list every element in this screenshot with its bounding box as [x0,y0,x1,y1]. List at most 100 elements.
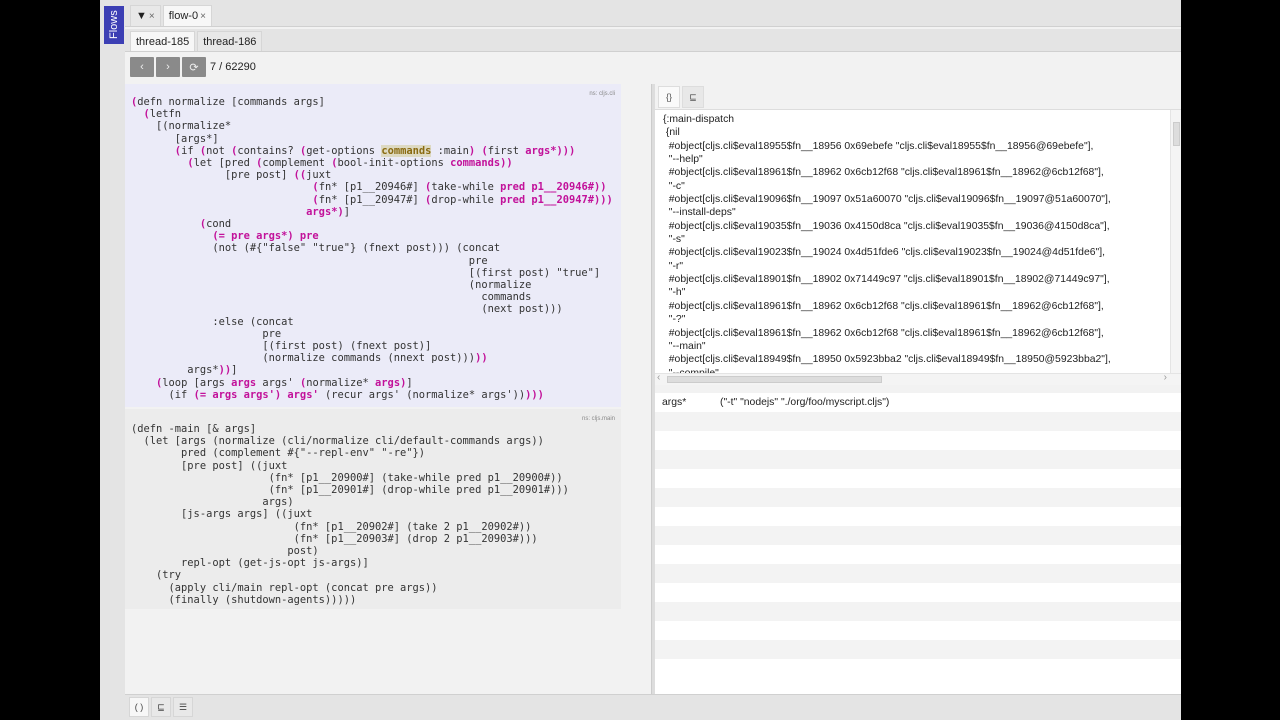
highlighted-token[interactable]: (= args args') [193,388,282,401]
highlighted-token[interactable]: ) [468,144,476,157]
code-line: [pre post] ((juxt [131,169,615,181]
tree-tab[interactable]: ⊑ [682,86,704,108]
code-token: letfn [149,108,182,121]
local-row[interactable]: args* ("-t" "nodejs" "./org/foo/myscript.… [655,393,1181,412]
highlighted-token[interactable]: ))) [525,388,544,401]
scroll-thumb[interactable] [1173,122,1180,146]
pprint-tab[interactable]: {} [658,86,680,108]
code-token [131,206,306,218]
tab-thread-186[interactable]: thread-186 [197,31,263,51]
highlighted-token[interactable]: ( [256,157,263,170]
code-token: repl-opt (get-js-opt js-args)] [131,557,369,570]
code-token [131,108,144,120]
scroll-right-icon[interactable]: › [1163,372,1167,383]
local-value: ("-t" "nodejs" "./org/foo/myscript.cljs"… [720,397,890,408]
call-tree-tab[interactable]: ⊑ [151,697,171,717]
highlighted-token[interactable]: ( [312,181,319,194]
code-token: pre [131,327,282,340]
code-token: pred (complement #{"--repl-env" "-re"}) [131,447,426,460]
prev-button[interactable]: ‹ [130,57,154,77]
highlighted-token[interactable]: ( [131,96,138,108]
code-line: (cond [131,218,615,230]
code-token: (fn* [p1__20903#] (drop 2 p1__20903#))) [131,532,538,545]
highlighted-token[interactable]: args) [375,376,407,389]
code-line: (= pre args*) pre [131,230,615,242]
highlighted-token[interactable]: ( [231,144,238,157]
code-token: if [181,144,200,157]
highlighted-token[interactable]: ( [199,218,207,231]
highlighted-token[interactable]: ( [174,144,182,157]
fn-list-tab[interactable]: ☰ [173,697,193,717]
code-token: juxt [306,169,332,182]
code-token: contains? [237,144,300,157]
code-token: complement [262,157,332,170]
tab-flow-0[interactable]: flow-0× [162,5,212,26]
close-icon[interactable]: × [200,10,206,22]
code-token: ] [343,205,350,218]
vertical-scrollbar[interactable] [1170,110,1181,373]
main-area: ▼× flow-0× thread-185 thread-186 ‹ › ⟳ 7… [125,0,1181,720]
code-token: (normalize commands (nnext post))) [131,352,476,365]
highlighted-token[interactable]: )) [475,352,488,365]
code-line: [js-args args] ((juxt [131,508,615,520]
highlighted-token[interactable]: args*) [306,205,344,218]
form-normalize: ns: cljs.cli(defn normalize [commands ar… [125,84,621,407]
code-token: get-options [306,144,382,157]
highlighted-token[interactable]: )) [218,364,232,377]
close-icon[interactable]: × [148,10,155,22]
code-token: fn* [p1__20946#] [318,181,426,194]
reload-button[interactable]: ⟳ [182,57,206,77]
bottom-tool-tabs: ( ) ⊑ ☰ [125,694,1181,720]
code-token: defn normalize [commands args] [137,96,325,108]
code-token: [(normalize* [131,120,232,133]
highlighted-token[interactable]: (= pre args*) pre [212,230,319,243]
highlighted-token[interactable]: ( [199,144,207,157]
highlighted-token[interactable]: args [231,376,257,389]
code-line: [(first post) (fnext post)] [131,340,615,352]
highlighted-token[interactable]: ( [299,144,307,157]
highlighted-token[interactable]: ( [143,108,150,121]
code-line: commands [131,291,615,303]
highlighted-token[interactable]: ( [299,376,307,389]
code-token: (fn* [p1__20901#] (drop-while pred p1__2… [131,484,569,497]
value-text: {:main-dispatch {nil #object[cljs.cli$ev… [663,114,1111,373]
code-token: [(first post) (fnext post)] [131,340,432,353]
code-token: :else (concat [131,315,294,328]
highlighted-token[interactable]: ( [312,193,319,206]
filter-tab[interactable]: ▼× [130,5,161,26]
highlighted-token[interactable]: ( [425,181,432,194]
namespace-label: ns: cljs.main [581,416,615,422]
highlighted-token[interactable]: ( [187,157,194,170]
highlighted-token[interactable]: ( [331,157,338,170]
form-main: ns: cljs.main(defn -main [& args] (let [… [125,409,621,609]
highlighted-token[interactable]: commands [381,144,432,157]
code-line: (defn normalize [commands args] [131,96,615,108]
code-view-tab[interactable]: ( ) [129,697,149,717]
code-line: [pre post] ((juxt [131,460,615,472]
highlighted-token[interactable]: pred p1__20947#))) [500,193,613,206]
highlighted-token[interactable]: ( [425,193,432,206]
code-text: (defn normalize [commands args] (letfn [… [131,96,615,401]
split-handle[interactable] [652,84,657,694]
highlighted-token[interactable]: pred p1__20946#)) [500,181,607,194]
highlighted-token[interactable]: ( [481,144,488,157]
code-token: [(first post) "true"] [131,266,601,279]
code-line: [(first post) "true"] [131,267,615,279]
code-token: (fn* [p1__20902#] (take 2 p1__20902#)) [131,520,532,533]
highlighted-token[interactable]: (( [293,169,307,182]
code-line: post) [131,545,615,557]
flow-tabs: ▼× flow-0× [125,0,1181,27]
code-token: [pre post] ((juxt [131,459,288,472]
local-name: args* [662,397,687,408]
flows-sidebar-tab[interactable]: Flows [104,6,124,44]
highlighted-token[interactable]: args*))) [525,144,576,157]
highlighted-token[interactable]: args' [287,388,319,401]
tab-thread-185[interactable]: thread-185 [130,31,196,51]
highlighted-token[interactable]: commands)) [450,157,513,170]
horizontal-scrollbar[interactable]: ‹ › [655,372,1181,385]
scroll-thumb[interactable] [667,376,882,383]
code-token: cond [206,218,232,231]
scroll-left-icon[interactable]: ‹ [657,372,661,383]
highlighted-token[interactable]: ( [156,376,163,389]
next-button[interactable]: › [156,57,180,77]
